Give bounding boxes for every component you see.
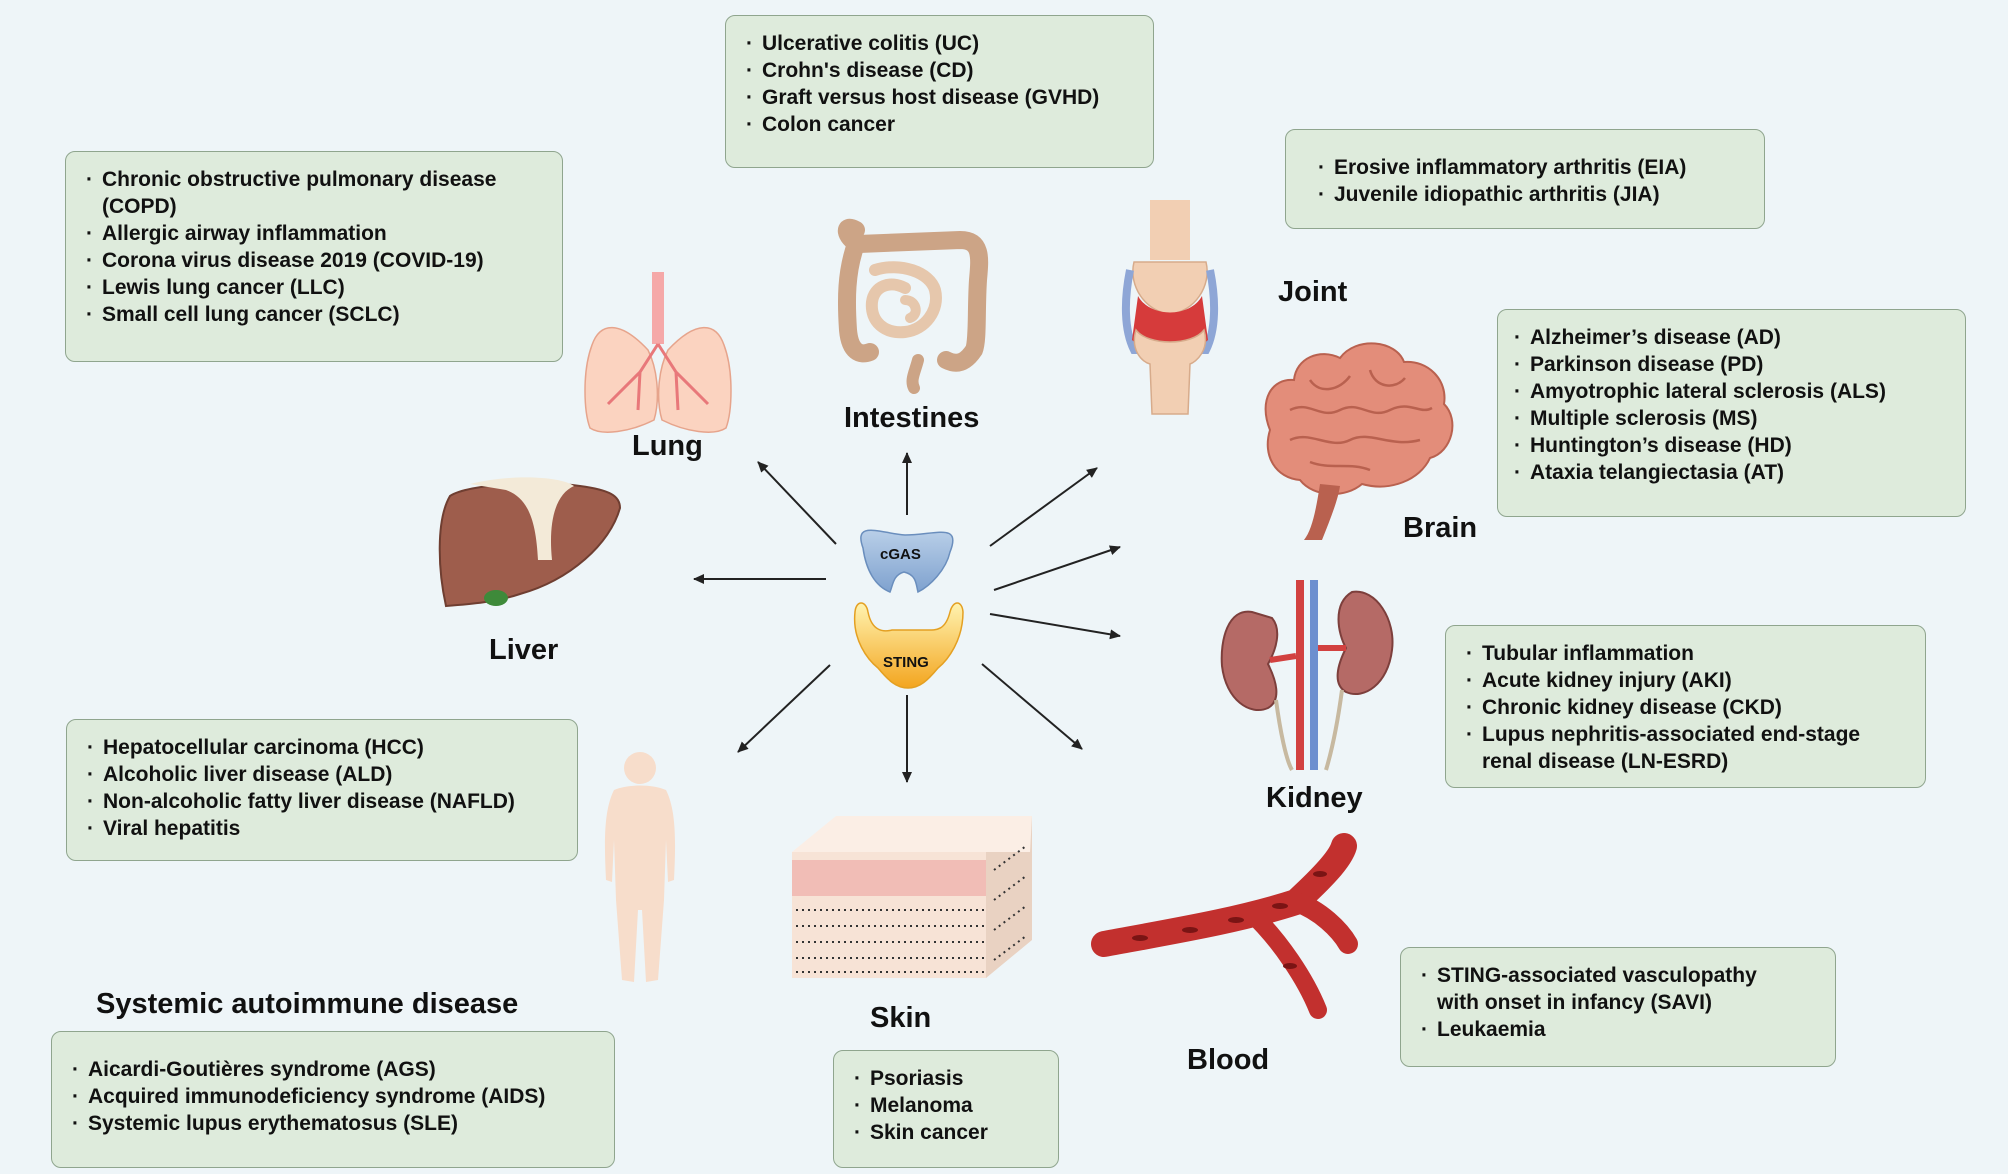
disease-item: Systemic lupus erythematosus (SLE)	[70, 1110, 596, 1137]
liver-illustration	[438, 477, 622, 608]
systemic-disease-box: Aicardi-Goutières syndrome (AGS) Acquire…	[51, 1031, 615, 1168]
disease-item: Alzheimer’s disease (AD)	[1512, 324, 1947, 351]
sting-shape	[853, 602, 964, 689]
disease-item: Allergic airway inflammation	[84, 220, 544, 247]
skin-illustration	[792, 816, 1032, 978]
disease-item: Tubular inflammation	[1464, 640, 1907, 667]
intestines-label: Intestines	[844, 402, 980, 434]
joint-disease-box: Erosive inflammatory arthritis (EIA) Juv…	[1285, 129, 1765, 229]
disease-item: Erosive inflammatory arthritis (EIA)	[1316, 154, 1746, 181]
disease-item: Psoriasis	[852, 1065, 1040, 1092]
disease-item: Melanoma	[852, 1092, 1040, 1119]
disease-item: renal disease (LN-ESRD)	[1482, 750, 1729, 773]
disease-item: Skin cancer	[852, 1119, 1040, 1146]
blood-label: Blood	[1187, 1044, 1270, 1076]
disease-item: with onset in infancy (SAVI)	[1437, 991, 1712, 1014]
disease-item: Amyotrophic lateral sclerosis (ALS)	[1512, 378, 1947, 405]
disease-item: Aicardi-Goutières syndrome (AGS)	[70, 1056, 596, 1083]
disease-item: Chronic obstructive pulmonary disease	[84, 166, 544, 193]
joint-illustration	[1121, 200, 1219, 415]
skin-label: Skin	[870, 1002, 932, 1034]
sting-label: STING	[883, 654, 929, 671]
human-body-illustration	[604, 752, 676, 982]
disease-item: Corona virus disease 2019 (COVID-19)	[84, 247, 544, 274]
disease-item: Lewis lung cancer (LLC)	[84, 274, 544, 301]
disease-item: Alcoholic liver disease (ALD)	[85, 761, 559, 788]
systemic-title: Systemic autoimmune disease	[96, 988, 519, 1020]
disease-item: Ataxia telangiectasia (AT)	[1512, 459, 1947, 486]
cgas-label: cGAS	[880, 546, 921, 563]
disease-item: Hepatocellular carcinoma (HCC)	[85, 734, 559, 761]
arrows	[693, 452, 1121, 783]
disease-item: Juvenile idiopathic arthritis (JIA)	[1316, 181, 1746, 208]
joint-label: Joint	[1278, 276, 1348, 308]
brain-disease-box: Alzheimer’s disease (AD) Parkinson disea…	[1497, 309, 1966, 517]
skin-disease-box: Psoriasis Melanoma Skin cancer	[833, 1050, 1059, 1168]
disease-item: Lupus nephritis-associated end-stage	[1464, 721, 1907, 748]
disease-item: Non-alcoholic fatty liver disease (NAFLD…	[85, 788, 559, 815]
disease-item: Chronic kidney disease (CKD)	[1464, 694, 1907, 721]
kidney-label: Kidney	[1266, 782, 1363, 814]
liver-label: Liver	[489, 634, 559, 666]
disease-item: Small cell lung cancer (SCLC)	[84, 301, 544, 328]
disease-item: Ulcerative colitis (UC)	[744, 30, 1135, 57]
kidney-disease-box: Tubular inflammation Acute kidney injury…	[1445, 625, 1926, 788]
lung-label: Lung	[632, 430, 703, 462]
blood-vessel-illustration	[1091, 833, 1358, 1019]
cgas-shape	[860, 529, 954, 594]
disease-item: Acute kidney injury (AKI)	[1464, 667, 1907, 694]
lung-disease-box: Chronic obstructive pulmonary disease (C…	[65, 151, 563, 362]
intestines-illustration	[837, 218, 989, 394]
blood-disease-box: STING-associated vasculopathy with onset…	[1400, 947, 1836, 1067]
brain-illustration	[1264, 342, 1454, 540]
disease-item: STING-associated vasculopathy	[1419, 962, 1817, 989]
disease-item: Leukaemia	[1419, 1016, 1817, 1043]
disease-item: Crohn's disease (CD)	[744, 57, 1135, 84]
disease-item: Graft versus host disease (GVHD)	[744, 84, 1135, 111]
intestines-disease-box: Ulcerative colitis (UC) Crohn's disease …	[725, 15, 1154, 168]
disease-item: Huntington’s disease (HD)	[1512, 432, 1947, 459]
kidney-illustration	[1220, 580, 1394, 772]
brain-label: Brain	[1403, 512, 1478, 544]
lung-illustration	[584, 272, 732, 433]
liver-disease-box: Hepatocellular carcinoma (HCC) Alcoholic…	[66, 719, 578, 861]
disease-item: Colon cancer	[744, 111, 1135, 138]
disease-item: Parkinson disease (PD)	[1512, 351, 1947, 378]
disease-item: Acquired immunodeficiency syndrome (AIDS…	[70, 1083, 596, 1110]
disease-item: Viral hepatitis	[85, 815, 559, 842]
disease-item: Multiple sclerosis (MS)	[1512, 405, 1947, 432]
disease-item: (COPD)	[102, 195, 177, 218]
